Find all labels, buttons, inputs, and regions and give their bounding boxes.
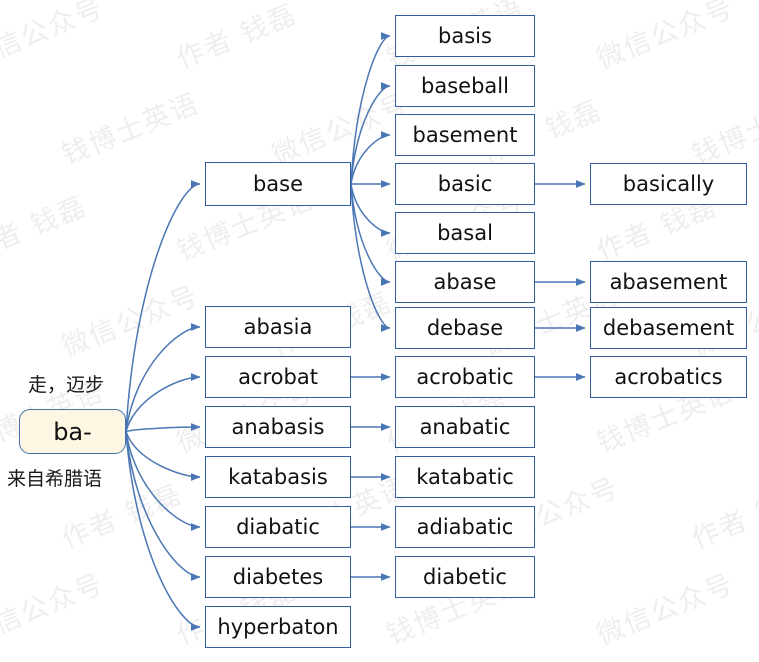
watermark-text: 钱博士英语 <box>55 658 204 662</box>
node-basal[interactable]: basal <box>395 212 535 254</box>
node-baseball[interactable]: baseball <box>395 65 535 107</box>
watermark-text: 微信公众号 <box>0 0 109 76</box>
connector-arrow <box>125 431 201 531</box>
root-node-ba[interactable]: ba- <box>19 409 126 454</box>
node-basis[interactable]: basis <box>395 15 535 57</box>
connector-arrow <box>350 131 391 185</box>
node-basic[interactable]: basic <box>395 163 535 205</box>
watermark-text: 钱博士英语 <box>687 88 759 172</box>
watermark-text: 钱博士英语 <box>57 88 204 172</box>
node-katabatic[interactable]: katabatic <box>395 456 535 498</box>
node-abase[interactable]: abase <box>395 261 535 303</box>
node-hyperbaton[interactable]: hyperbaton <box>205 606 351 648</box>
connector-arrow <box>350 32 391 185</box>
watermark-text: 微信公众号 <box>592 0 739 76</box>
watermark-text: 微信公众号 <box>592 568 739 652</box>
connector-arrow <box>125 180 201 432</box>
node-abasement[interactable]: abasement <box>590 261 747 303</box>
watermark-text: 微信公众号 <box>57 280 204 364</box>
root-origin-label: 来自希腊语 <box>7 468 103 490</box>
watermark-text: 钱博士英语 <box>685 658 759 662</box>
watermark-text: 作者 钱磊 <box>0 191 92 268</box>
node-katabasis[interactable]: katabasis <box>205 456 351 498</box>
connector-arrow <box>125 423 201 433</box>
watermark-text: 微信公众号 <box>265 658 414 662</box>
watermark-text: 作者 钱磊 <box>687 479 759 556</box>
connector-arrow <box>125 431 201 481</box>
node-diabatic[interactable]: diabatic <box>205 506 351 548</box>
connector-arrow <box>350 82 391 185</box>
node-anabasis[interactable]: anabasis <box>205 406 351 448</box>
watermark-text: 微信公众号 <box>267 88 414 172</box>
node-debasement[interactable]: debasement <box>590 307 747 349</box>
node-debase[interactable]: debase <box>395 307 535 349</box>
connector-arrow <box>125 323 201 432</box>
node-basically[interactable]: basically <box>590 163 747 205</box>
connector-arrow <box>125 373 201 432</box>
watermark-text: 作者 钱磊 <box>172 0 302 76</box>
root-meaning-label: 走，迈步 <box>28 374 105 396</box>
connector-arrow <box>350 183 391 286</box>
node-basement[interactable]: basement <box>395 114 535 156</box>
node-diabetes[interactable]: diabetes <box>205 556 351 598</box>
node-acrobatic[interactable]: acrobatic <box>395 356 535 398</box>
watermark-text: 微信公众号 <box>0 568 109 652</box>
node-base[interactable]: base <box>205 162 351 206</box>
connector-arrow <box>125 431 201 581</box>
node-adiabatic[interactable]: adiabatic <box>395 506 535 548</box>
node-acrobatics[interactable]: acrobatics <box>590 356 747 398</box>
node-anabatic[interactable]: anabatic <box>395 406 535 448</box>
node-diabetic[interactable]: diabetic <box>395 556 535 598</box>
connector-arrow <box>350 183 391 332</box>
node-abasia[interactable]: abasia <box>205 306 351 348</box>
connector-arrow <box>125 431 201 631</box>
connector-arrow <box>350 183 391 237</box>
node-acrobat[interactable]: acrobat <box>205 356 351 398</box>
